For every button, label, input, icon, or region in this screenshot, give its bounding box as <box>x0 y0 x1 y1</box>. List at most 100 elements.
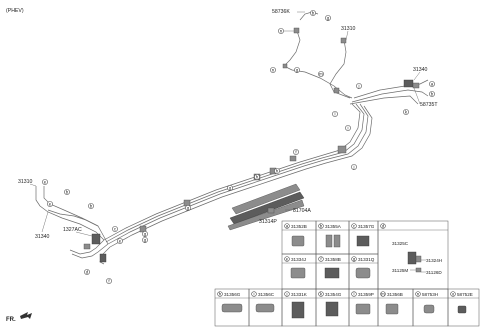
cell-h: h 31356G <box>217 291 243 313</box>
callout-h1: h <box>274 168 280 174</box>
callout-b-left2: b <box>88 203 94 209</box>
svg-text:31331Q: 31331Q <box>358 257 375 262</box>
svg-text:h: h <box>256 175 259 180</box>
svg-text:58752E: 58752E <box>457 292 473 297</box>
assembly-main: 31325C <box>392 241 409 246</box>
cell-f: f 31358B <box>318 256 341 279</box>
callout-81704A: 81704A <box>293 208 311 214</box>
svg-text:c: c <box>114 227 117 232</box>
callout-d: d <box>84 269 90 275</box>
callout-g3: g <box>142 231 148 237</box>
cell-n: n 58753H <box>415 291 438 314</box>
callout-1327AC: 1327AC <box>63 227 82 233</box>
callout-b-top: b <box>310 10 316 16</box>
assembly-sub2: 31125M <box>392 268 408 273</box>
callout-j-mid: j <box>351 164 357 170</box>
svg-text:e: e <box>286 257 289 262</box>
svg-text:g: g <box>296 68 299 73</box>
cell-i: i 31356C <box>251 291 275 313</box>
callout-31340-right: 31340 <box>413 67 428 73</box>
svg-text:31358B: 31358B <box>325 257 341 262</box>
svg-text:j: j <box>286 292 288 297</box>
svg-text:i: i <box>254 292 255 297</box>
table-headers <box>215 229 479 299</box>
cell-m: m 31356B <box>380 291 403 315</box>
tray-clip <box>267 207 275 214</box>
callout-31310-left: 31310 <box>18 179 33 185</box>
callout-g2: g <box>185 205 191 211</box>
svg-text:31356G: 31356G <box>224 292 241 297</box>
pipe-bundle <box>35 11 429 265</box>
bundle-clip <box>289 155 297 162</box>
svg-text:31354G: 31354G <box>325 292 342 297</box>
svg-text:c: c <box>353 224 356 229</box>
svg-text:j: j <box>358 84 360 89</box>
svg-text:31356C: 31356C <box>258 292 275 297</box>
left-clip <box>83 243 91 250</box>
svg-text:31355A: 31355A <box>325 224 342 229</box>
svg-text:e: e <box>44 180 47 185</box>
svg-text:k: k <box>405 110 408 115</box>
svg-text:g: g <box>144 232 147 237</box>
callout-f-top: f <box>293 149 299 155</box>
callout-right-b: b <box>429 91 435 97</box>
callout-i: i <box>345 125 351 131</box>
bundle-clip <box>337 145 347 154</box>
front-arrow-icon <box>20 312 32 319</box>
top-clip <box>282 63 288 69</box>
parts-table: a 31352B b 31355A c 31357G d 31325C 3132… <box>214 220 480 327</box>
cell-e: e 31334J <box>284 256 306 279</box>
svg-text:g: g <box>353 257 356 262</box>
callout-h2: h <box>254 174 260 180</box>
callout-g-left: g <box>227 185 233 191</box>
svg-text:m: m <box>319 72 323 77</box>
left-pipe-connector <box>91 233 101 245</box>
callout-31314P: 31314P <box>259 219 277 225</box>
svg-text:d: d <box>86 270 89 275</box>
callout-58735T: 58735T <box>420 102 438 108</box>
svg-text:31331K: 31331K <box>291 292 308 297</box>
callout-g-low: g <box>142 237 148 243</box>
callout-j-top: j <box>356 83 362 89</box>
cell-c: c 31357G <box>351 223 375 247</box>
svg-text:31334J: 31334J <box>291 257 306 262</box>
callout-31310-top: 31310 <box>341 26 356 32</box>
front-indicator: FR. <box>6 312 32 323</box>
front-label: FR. <box>6 317 16 323</box>
svg-text:e: e <box>49 202 52 207</box>
cell-b: b 31355A <box>318 223 342 248</box>
callout-g-top: g <box>325 15 331 21</box>
cell-o: o 58752E <box>450 291 473 314</box>
svg-text:31352B: 31352B <box>291 224 307 229</box>
svg-text:g: g <box>144 238 147 243</box>
callout-n-top: n <box>278 28 284 34</box>
assembly-sub3: 31126D <box>426 270 442 275</box>
callout-b-left: b <box>64 189 70 195</box>
letter-callouts: b g n n g m a b k j l i j f h h g g g e … <box>42 10 435 284</box>
callout-f-low: f <box>106 278 112 284</box>
svg-text:n: n <box>280 29 283 34</box>
callout-l: l <box>332 111 338 117</box>
svg-text:b: b <box>90 204 93 209</box>
left-lower-connector <box>99 253 107 263</box>
svg-text:31359P: 31359P <box>358 292 374 297</box>
callout-n-mid: n <box>270 67 276 73</box>
protective-tray <box>227 183 305 231</box>
top-clip <box>333 87 340 94</box>
callout-e-left: e <box>42 179 48 185</box>
svg-text:e: e <box>119 239 122 244</box>
svg-text:31356B: 31356B <box>387 292 403 297</box>
svg-text:b: b <box>431 92 434 97</box>
svg-text:f: f <box>320 257 322 262</box>
svg-text:l: l <box>335 112 336 117</box>
cell-g: g 31331Q <box>351 256 375 279</box>
callout-58736K: 58736K <box>272 9 290 15</box>
svg-text:b: b <box>320 224 323 229</box>
svg-text:i: i <box>348 126 349 131</box>
svg-text:31357G: 31357G <box>358 224 375 229</box>
svg-text:a: a <box>286 224 289 229</box>
assembly-sub1: 31324H <box>426 258 442 263</box>
svg-text:58753H: 58753H <box>422 292 438 297</box>
cell-k: k 31354G <box>318 291 342 317</box>
